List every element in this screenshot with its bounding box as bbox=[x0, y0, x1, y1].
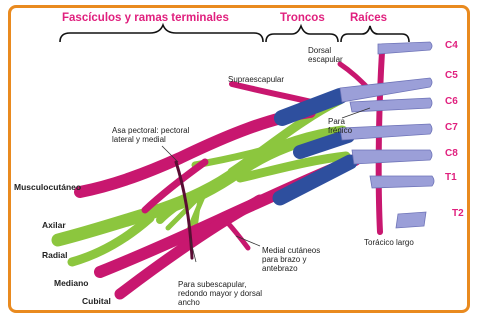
root-c4 bbox=[378, 42, 432, 54]
label-dorsal-escapular: Dorsal escapular bbox=[308, 46, 343, 64]
brace-troncos bbox=[266, 26, 338, 42]
label-axilar: Axilar bbox=[42, 220, 66, 230]
label-musculocutaneo: Musculocutáneo bbox=[14, 182, 81, 192]
header-troncos: Troncos bbox=[280, 12, 325, 24]
header-raices: Raíces bbox=[350, 12, 387, 24]
root-label-t2: T2 bbox=[452, 208, 464, 219]
label-subescapular: Para subescapular, redondo mayor y dorsa… bbox=[178, 280, 262, 307]
label-cubital: Cubital bbox=[82, 296, 111, 306]
label-asa-pectoral: Asa pectoral: pectoral lateral y medial bbox=[112, 126, 189, 144]
root-label-c6: C6 bbox=[445, 96, 458, 107]
label-medial-cutaneos: Medial cutáneos para brazo y antebrazo bbox=[262, 246, 320, 273]
root-label-c8: C8 bbox=[445, 148, 458, 159]
root-t2 bbox=[396, 212, 426, 228]
label-mediano: Mediano bbox=[54, 278, 88, 288]
label-toracico-largo: Torácico largo bbox=[364, 238, 414, 247]
root-c6 bbox=[350, 98, 432, 112]
root-label-c5: C5 bbox=[445, 70, 458, 81]
root-label-c7: C7 bbox=[445, 122, 458, 133]
root-label-c4: C4 bbox=[445, 40, 458, 51]
root-c7 bbox=[340, 124, 432, 140]
brace-raices bbox=[341, 26, 409, 42]
header-braces bbox=[60, 25, 409, 42]
label-radial: Radial bbox=[42, 250, 68, 260]
root-t1 bbox=[370, 176, 434, 188]
header-fasciculos: Fascículos y ramas terminales bbox=[62, 12, 229, 24]
root-c8 bbox=[352, 150, 432, 164]
label-para-frenico: Para frénico bbox=[328, 117, 352, 135]
label-supraescapular: Supraescapular bbox=[228, 75, 284, 84]
root-label-t1: T1 bbox=[445, 172, 457, 183]
root-stubs bbox=[340, 42, 434, 228]
brace-fasciculos bbox=[60, 25, 263, 42]
